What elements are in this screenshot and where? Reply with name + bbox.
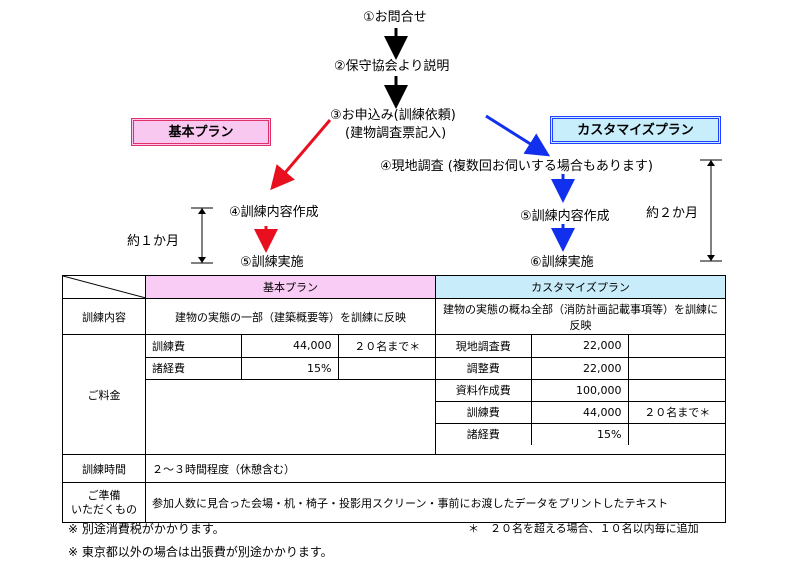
fee-amount: 22,000 bbox=[530, 356, 629, 380]
note-tax: ※ 別途消費税がかかります。 bbox=[68, 522, 225, 536]
table-row: 資料作成費 100,000 bbox=[436, 378, 726, 402]
content-custom: 建物の実態の概ね全部（消防計画記載事項等）を訓練に反映 bbox=[435, 298, 726, 335]
table-header-basic: 基本プラン bbox=[145, 275, 436, 299]
table-row: 諸経費 15% bbox=[436, 422, 726, 445]
fee-item: 調整費 bbox=[436, 356, 532, 380]
note-over-20: ＊ ２０名を超える場合、１０名以内毎に追加 bbox=[468, 522, 699, 535]
fee-amount: 100,000 bbox=[530, 378, 629, 402]
custom-fee-cell: 現地調査費 22,000 調整費 22,000 資料作成費 100,000 訓練… bbox=[435, 334, 726, 455]
table-row: 訓練費 44,000 ２０名まで＊ bbox=[436, 400, 726, 424]
fee-note bbox=[337, 356, 436, 380]
fee-note: ２０名まで＊ bbox=[627, 400, 726, 424]
custom-duration-label: 約２か月 bbox=[646, 206, 699, 221]
fee-amount: 44,000 bbox=[530, 400, 629, 424]
fee-note: ２０名まで＊ bbox=[337, 335, 436, 358]
arrow-to-custom bbox=[485, 114, 551, 157]
table-header-custom: カスタマイズプラン bbox=[435, 275, 726, 299]
fee-item: 訓練費 bbox=[146, 335, 242, 358]
custom-plan-badge: カスタマイズプラン bbox=[550, 116, 721, 144]
fee-item: 諸経費 bbox=[436, 422, 532, 445]
fee-note bbox=[627, 422, 726, 445]
fee-note bbox=[627, 356, 726, 380]
prep-label-line2: いただくもの bbox=[71, 502, 137, 516]
fee-note bbox=[627, 378, 726, 402]
basic-fee-table: 訓練費 44,000 ２０名まで＊ 諸経費 15% bbox=[146, 335, 436, 380]
fee-note bbox=[627, 335, 726, 358]
fee-amount: 44,000 bbox=[240, 335, 339, 358]
basic-duration-bracket bbox=[191, 207, 213, 264]
fee-amount: 15% bbox=[240, 356, 339, 380]
basic-step-conduct: ⑤訓練実施 bbox=[240, 255, 304, 270]
table-row: 調整費 22,000 bbox=[436, 356, 726, 380]
fee-item: 訓練費 bbox=[436, 400, 532, 424]
row-label-preparation: ご準備 いただくもの bbox=[62, 482, 146, 523]
custom-step-site-survey: ④現地調査 (複数回お伺いする場合もあります) bbox=[380, 159, 653, 174]
row-label-time: 訓練時間 bbox=[62, 454, 146, 483]
fee-item: 資料作成費 bbox=[436, 378, 532, 402]
basic-fee-cell: 訓練費 44,000 ２０名まで＊ 諸経費 15% bbox=[145, 334, 436, 455]
table-corner-cell bbox=[62, 275, 146, 299]
custom-fee-table: 現地調査費 22,000 調整費 22,000 資料作成費 100,000 訓練… bbox=[436, 335, 726, 445]
custom-step-create-content: ⑤訓練内容作成 bbox=[520, 209, 610, 224]
fee-amount: 22,000 bbox=[530, 335, 629, 358]
basic-plan-badge: 基本プラン bbox=[131, 118, 271, 146]
basic-duration-label: 約１か月 bbox=[127, 234, 180, 249]
fee-item: 諸経費 bbox=[146, 356, 242, 380]
preparation-value: 参加人数に見合った会場・机・椅子・投影用スクリーン・事前にお渡したデータをプリン… bbox=[145, 482, 726, 523]
step-explanation: ②保守協会より説明 bbox=[334, 59, 450, 74]
arrow-to-basic bbox=[270, 119, 332, 191]
custom-duration-bracket bbox=[700, 159, 722, 262]
step-application-note: (建物調査票記入) bbox=[345, 126, 447, 141]
fee-amount: 15% bbox=[530, 422, 629, 445]
prep-label-line1: ご準備 bbox=[87, 488, 121, 502]
step-application: ③お申込み(訓練依頼) bbox=[330, 108, 456, 123]
time-value: ２～３時間程度（休憩含む） bbox=[145, 454, 726, 483]
table-row: 現地調査費 22,000 bbox=[436, 335, 726, 358]
note-outside-tokyo: ※ 東京都以外の場合は出張費が別途かかります。 bbox=[68, 545, 333, 559]
basic-step-create-content: ④訓練内容作成 bbox=[229, 205, 319, 220]
row-label-content: 訓練内容 bbox=[62, 298, 146, 335]
table-row: 訓練費 44,000 ２０名まで＊ bbox=[146, 335, 436, 358]
fee-item: 現地調査費 bbox=[436, 335, 532, 358]
custom-step-conduct: ⑥訓練実施 bbox=[530, 255, 594, 270]
content-basic: 建物の実態の一部（建築概要等）を訓練に反映 bbox=[145, 298, 436, 335]
step-inquiry: ①お問合せ bbox=[363, 10, 427, 25]
row-label-fee: ご料金 bbox=[62, 334, 146, 455]
plan-comparison-table: 基本プラン カスタマイズプラン 訓練内容 建物の実態の一部（建築概要等）を訓練に… bbox=[62, 275, 726, 523]
table-row: 諸経費 15% bbox=[146, 356, 436, 380]
